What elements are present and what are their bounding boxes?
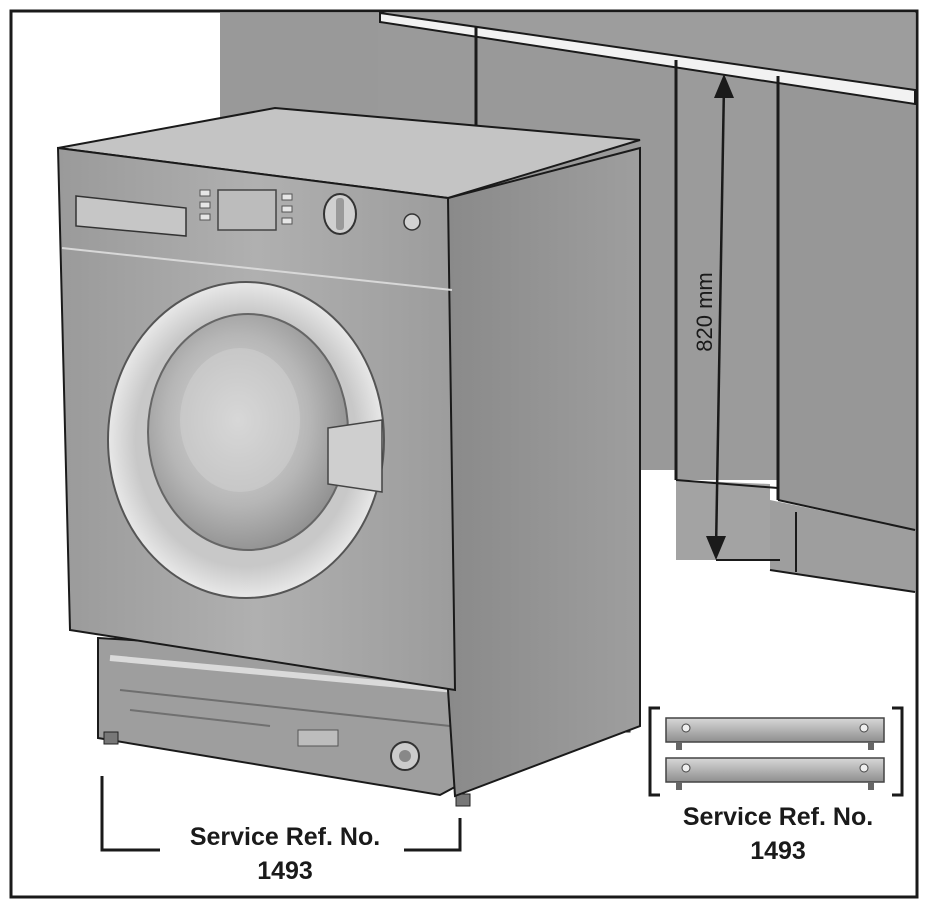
plinth-service-ref-label: Service Ref. No. (682, 803, 874, 831)
machine-side-panel (447, 146, 641, 798)
plinth-bar (665, 757, 885, 783)
power-knob-icon (403, 213, 421, 231)
plinth-bar (665, 717, 885, 743)
machine-service-ref-label: Service Ref. No. (189, 823, 381, 851)
plinth-service-ref: Service Ref. No. 1493 (648, 800, 908, 868)
dimension-label: 820 mm (692, 272, 717, 351)
machine-service-ref: Service Ref. No. 1493 (150, 820, 420, 888)
washing-machine (56, 106, 641, 807)
detergent-drawer (75, 195, 187, 237)
machine-service-ref-number: 1493 (257, 857, 313, 885)
display-panel (217, 189, 277, 231)
plinth-kit (648, 706, 904, 797)
machine-callout-bracket (100, 776, 462, 852)
height-dimension: 820 mm (692, 74, 780, 561)
machine-foot (103, 731, 119, 745)
program-buttons (199, 189, 293, 225)
plinth-service-ref-number: 1493 (750, 837, 806, 865)
door-handle (327, 419, 383, 493)
